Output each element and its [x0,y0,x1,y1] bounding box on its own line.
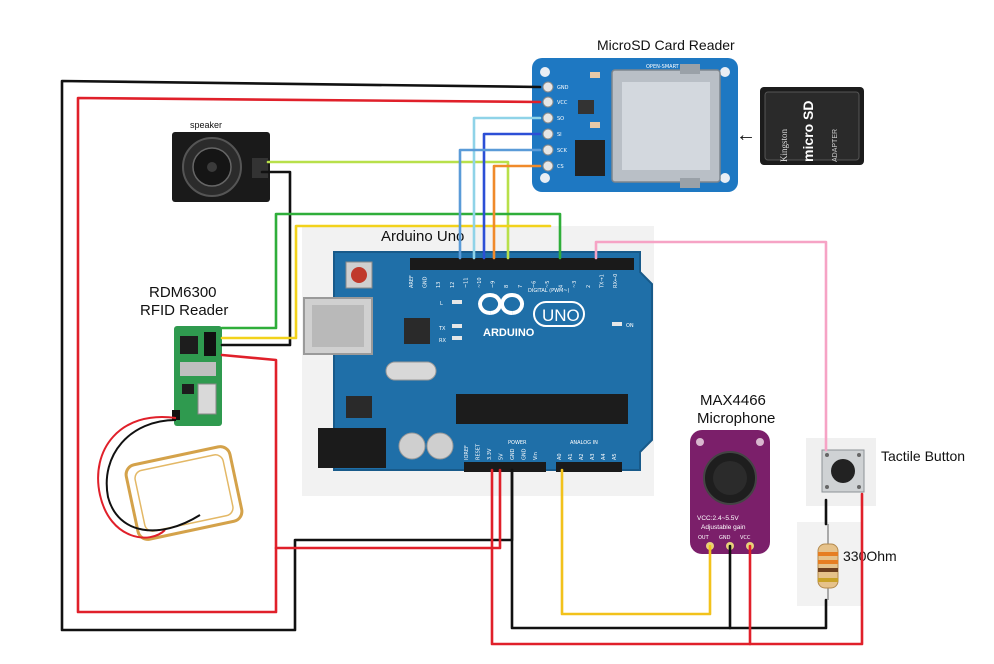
wire-gnd-resistor [510,468,828,630]
digital-pin-label-10: ~5 [545,281,551,288]
digital-pin-label-11: 4 [559,285,565,288]
digital-pin-label-0: AREF [409,275,415,288]
wires [60,79,864,646]
power-header-label: POWER [508,440,527,446]
digital-header-label: DIGITAL (PWM~) [528,288,570,294]
analog-pin-labels: A0 A1 A2 A3 A4 A5 [557,453,618,460]
wire-rfid-data [220,224,552,340]
power-pin-label-2: 3.3V [487,448,493,460]
sd-pin-vcc: VCC [557,100,568,106]
analog-pin-label-3: A3 [590,453,596,460]
insert-arrow-icon: ← [736,124,756,146]
analog-pin-label-0: A0 [557,453,563,460]
mic-vcc-text: VCC:2.4~5.5V [697,515,739,522]
reset-button [351,267,367,283]
mic-gain-text: Adjustable gain [701,524,746,531]
wire-sd-so [472,116,542,260]
power-pin-label-3: 5V [499,453,505,460]
sd-card-type: micro SD [800,101,816,162]
power-pin-label-0: IOREF [464,445,470,460]
digital-pin-label-14: TX→1 [599,274,605,289]
mic-pin-out: OUT [698,535,710,541]
arduino-uno-board: L TX RX ON ARDUINO UNO DIGITAL (PWM~) AR… [303,251,653,472]
mic-pin-vcc: VCC [740,535,751,541]
digital-pin-label-3: 12 [450,282,456,288]
digital-pin-label-9: ~6 [531,281,537,288]
wire-vcc-5v [274,468,502,550]
power-pin-label-5: GND [522,448,528,460]
wire-sd-sck [458,148,542,260]
sd-brand-text: OPEN-SMART [646,64,680,70]
rfid-label-line2: RFID Reader [140,302,228,319]
arduino-infinity-logo [478,293,525,315]
wire-vcc-rfid [76,96,542,614]
speaker-label: speaker [190,120,222,130]
digital-pin-label-7: 8 [504,285,510,288]
power-pin-label-4: GND [510,448,516,460]
digital-pin-label-15: RX←0 [613,274,619,288]
wire-button-signal [594,240,828,452]
speaker-module [172,132,270,202]
sd-pin-gnd: GND [557,85,569,91]
wire-5v-button [490,468,864,646]
sd-card-adapter: ADAPTER [832,129,839,162]
wire-mic-out [560,468,712,616]
svg-text:RX: RX [439,338,446,344]
digital-pin-label-8: 7 [518,285,524,288]
dc-jack [318,428,386,468]
sd-pin-sck: SCK [557,148,568,154]
power-pin-label-1: RESET [476,443,482,460]
rfid-label-line1: RDM6300 [149,284,217,301]
mic-pin-gnd: GND [719,535,731,541]
wire-speaker-gnd [220,170,292,347]
analog-pin-label-4: A4 [601,453,607,460]
digital-pin-label-2: 13 [436,282,442,288]
arduino-label: Arduino Uno [381,228,464,245]
microphone-module: VCC:2.4~5.5V Adjustable gain OUT GND VCC [690,430,770,554]
digital-pin-label-12: ~3 [572,281,578,288]
digital-pin-label-13: 2 [586,285,592,288]
rfid-reader-module [172,326,222,426]
analog-pin-label-2: A2 [579,453,585,460]
uno-badge: UNO [542,306,580,325]
digital-pin-label-1: GND [423,276,429,288]
power-pin-labels: IOREF RESET 3.3V 5V GND GND Vin [464,443,539,460]
resistor-label: 330Ohm [843,548,897,564]
svg-text:L: L [440,301,443,307]
micro-sd-card: Kingston micro SD ADAPTER [760,87,864,165]
wire-rfid-tx [220,212,562,330]
sd-pin-cs: CS [557,164,564,170]
svg-text:ON: ON [626,323,634,329]
rfid-antenna-coil [97,415,244,541]
digital-pin-label-5: ~10 [477,277,483,288]
analog-pin-label-5: A5 [612,453,618,460]
digital-pin-label-6: ~9 [491,281,497,288]
svg-text:TX: TX [438,326,446,332]
mic-label-line2: Microphone [697,410,775,427]
tactile-button [821,449,865,493]
analog-header [556,462,622,472]
sd-card-brand: Kingston [779,128,789,162]
button-label: Tactile Button [881,448,965,464]
resistor [817,524,839,600]
analog-pin-label-1: A1 [568,453,574,460]
sd-pin-si: SI [557,132,562,138]
arduino-logo-text: ARDUINO [483,327,535,339]
power-pin-label-6: Vin [533,452,539,460]
wire-sd-cs [492,164,542,260]
sd-reader-label: MicroSD Card Reader [597,37,735,53]
analog-header-label: ANALOG IN [570,440,598,446]
microsd-card-reader-module: OPEN-SMART GND VCC SO SI SCK CS [532,58,738,192]
mic-label-line1: MAX4466 [700,392,766,409]
atmega-chip [456,394,628,424]
power-header [464,462,546,472]
sd-pin-so: SO [557,116,564,122]
digital-pin-label-4: ~11 [463,277,469,288]
digital-pin-labels: AREF GND 13 12 ~11 ~10 ~9 8 7 ~6 ~5 4 ~3 2 TX→1 RX←0 [409,274,619,289]
digital-header [410,258,634,270]
wire-sd-si [482,132,542,260]
